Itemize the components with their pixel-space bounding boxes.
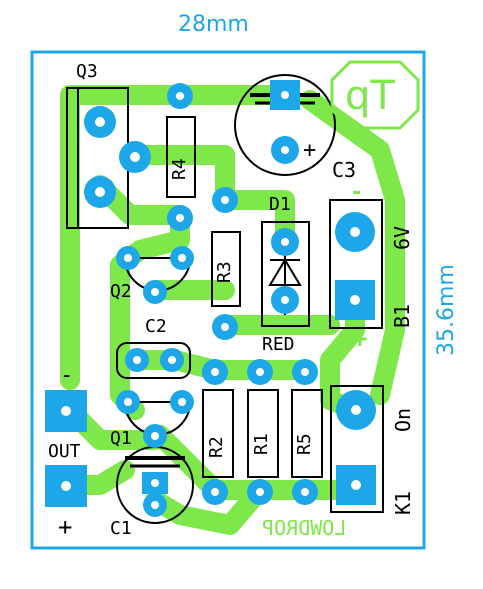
label-c1: C1 xyxy=(110,518,132,539)
label-r1: R1 xyxy=(251,433,272,455)
trace-r4-q2 xyxy=(110,205,190,370)
label-b1: B1 xyxy=(390,303,414,328)
r4-outline xyxy=(166,116,196,198)
height-dimension: 35.6mm xyxy=(434,264,459,356)
label-b1-minus: - xyxy=(350,180,364,205)
logo-text: Tp xyxy=(345,73,395,119)
trace-q3-mid xyxy=(125,145,235,210)
logo-badge xyxy=(330,60,420,130)
label-minus: - xyxy=(60,363,74,388)
label-c3: C3 xyxy=(332,158,357,182)
label-q1: Q1 xyxy=(110,428,132,449)
pads xyxy=(45,80,376,517)
c3-outline xyxy=(234,74,336,176)
c2-outline xyxy=(116,342,191,379)
label-b1-value: 6V xyxy=(390,225,414,250)
trace-q3-top xyxy=(60,85,110,390)
label-d1: D1 xyxy=(269,194,291,215)
label-k1: K1 xyxy=(391,490,415,515)
r3-outline xyxy=(211,231,241,307)
r5-outline xyxy=(291,389,323,478)
trace-c1-r2 xyxy=(145,480,270,535)
r2-outline xyxy=(202,389,234,478)
label-r5: R5 xyxy=(294,433,315,455)
label-out: OUT xyxy=(48,441,81,462)
d1-outline xyxy=(261,221,310,327)
label-d1-color: RED xyxy=(262,334,295,355)
b1-outline xyxy=(329,199,383,329)
label-plus: + xyxy=(58,513,73,541)
label-r3: R3 xyxy=(214,261,235,283)
label-b1-plus: + xyxy=(352,324,368,354)
width-dimension: 28mm xyxy=(178,12,249,37)
label-c2: C2 xyxy=(145,316,167,337)
k1-outline xyxy=(330,385,384,513)
label-r2: R2 xyxy=(206,436,227,458)
label-r4: R4 xyxy=(169,158,190,180)
mirrored-board-name: LOWDROP xyxy=(262,516,347,540)
board-outline xyxy=(30,50,426,550)
trace-c3-right xyxy=(300,90,405,405)
label-q3: Q3 xyxy=(76,61,98,82)
r1-outline xyxy=(247,389,279,478)
label-q2: Q2 xyxy=(110,281,132,302)
label-k1-state: On xyxy=(391,407,415,432)
trace-r3-d1 xyxy=(215,190,295,250)
label-c3-plus: + xyxy=(303,138,317,163)
